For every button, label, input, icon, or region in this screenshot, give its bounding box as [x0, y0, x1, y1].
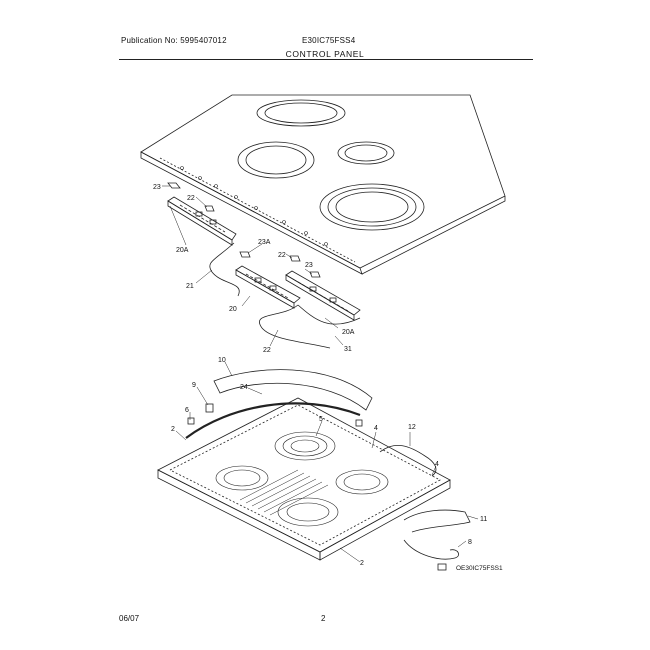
callout-20: 20 [229, 306, 237, 313]
control-board-left [167, 196, 237, 246]
wire-harness-11-8 [403, 509, 471, 571]
callout-23: 23 [305, 262, 313, 269]
burner-center [237, 141, 315, 179]
callout-8: 8 [468, 539, 472, 546]
callout-31: 31 [344, 346, 352, 353]
small-parts [187, 403, 363, 427]
callout-4: 4 [435, 461, 439, 468]
heating-elements [215, 431, 389, 527]
wire-harness-12 [379, 444, 437, 477]
section-title: CONTROL PANEL [285, 49, 365, 59]
bracket-23a [239, 251, 251, 258]
model-number: E30IC75FSS4 [302, 36, 356, 45]
bracket-23 [167, 182, 215, 212]
callout-23a: 23A [258, 239, 271, 246]
ribbon-cables [209, 242, 361, 349]
diagram-code: OE30IC75FSS1 [456, 565, 503, 572]
callout-22: 22 [263, 347, 271, 354]
callout-numbers: 23 22 20A 23A 21 20 22 23 20A 22 31 10 9… [153, 184, 487, 567]
callout-24: 24 [240, 384, 248, 391]
page-number: 2 [321, 614, 326, 623]
leader-lines [162, 185, 479, 563]
burner-right-small [337, 141, 395, 165]
bracket-22 [289, 255, 321, 278]
callout-9: 9 [192, 382, 196, 389]
callout-20a: 20A [176, 247, 189, 254]
control-board-right [285, 270, 361, 321]
trim-strip-10 [213, 369, 373, 411]
publication-number: Publication No: 5995407012 [121, 36, 227, 45]
callout-5: 5 [319, 416, 323, 423]
burner-rear-left [256, 99, 346, 127]
seal-24 [185, 402, 361, 439]
callout-22: 22 [187, 195, 195, 202]
footer-date: 06/07 [119, 614, 140, 623]
callout-2: 2 [171, 426, 175, 433]
callout-11: 11 [480, 516, 487, 523]
callout-22: 22 [278, 252, 286, 259]
callout-20a: 20A [342, 329, 355, 336]
cooktop-glass-top [140, 94, 506, 275]
callout-21: 21 [186, 283, 194, 290]
base-pan [157, 397, 451, 561]
callout-4: 4 [374, 425, 378, 432]
header-rule [119, 59, 533, 60]
callout-12: 12 [408, 424, 416, 431]
callout-10: 10 [218, 357, 226, 364]
burner-front-large [319, 183, 425, 231]
callout-23: 23 [153, 184, 161, 191]
callout-2: 2 [360, 560, 364, 567]
callout-6: 6 [185, 407, 189, 414]
